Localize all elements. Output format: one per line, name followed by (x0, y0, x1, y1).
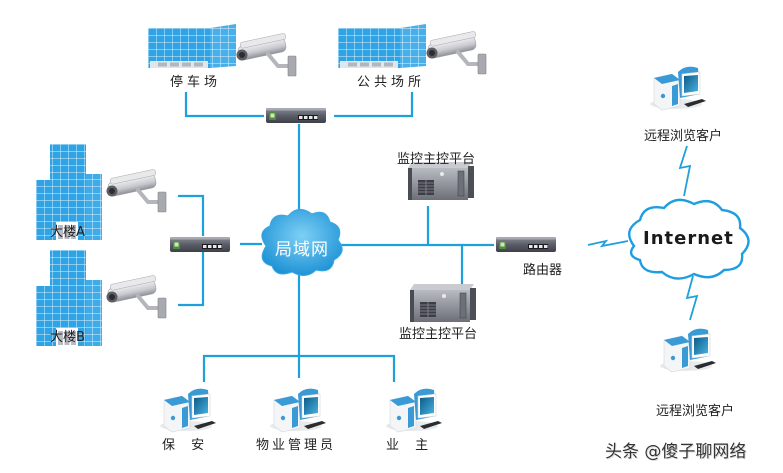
network-switch-icon (266, 108, 326, 123)
lan-cloud-icon (261, 209, 343, 276)
label-platform-top: 监控主控平台 (397, 152, 476, 167)
label-router: 路由器 (523, 263, 563, 278)
label-public-area: 公共场所 (357, 75, 426, 90)
label-remote-client-top: 远程浏览客户 (644, 129, 723, 144)
site-public-area (338, 24, 488, 76)
label-security: 保 安 (162, 438, 211, 453)
cctv-camera-icon (424, 29, 488, 76)
watermark: 头条 @傻子聊网络 (605, 442, 747, 462)
label-building-b: 大楼B (50, 330, 85, 345)
link-cam-a-switch (178, 194, 205, 236)
office-building-icon (148, 24, 236, 68)
desktop-computer-icon (659, 328, 717, 373)
label-platform-bottom: 监控主控平台 (399, 327, 478, 342)
network-links (178, 92, 494, 382)
label-lan: 局域网 (275, 240, 329, 260)
cctv-camera-icon (104, 273, 168, 320)
label-building-a: 大楼A (50, 225, 85, 240)
cctv-camera-icon (104, 167, 168, 214)
link-cam-b-switch (178, 252, 205, 307)
desktop-computer-icon (385, 388, 443, 433)
site-parking (148, 24, 298, 78)
office-building-icon (338, 24, 426, 68)
cctv-camera-icon (234, 31, 298, 78)
wireless-internet-remote-top (678, 145, 692, 197)
link-public-switch (334, 92, 414, 118)
network-switch-icon (170, 237, 230, 252)
wireless-internet-remote-bottom (685, 275, 699, 321)
router-icon (496, 237, 556, 252)
rack-server-icon (407, 161, 475, 201)
wireless-links (587, 145, 699, 321)
desktop-computer-icon (159, 388, 217, 433)
label-remote-client-bottom: 远程浏览客户 (656, 404, 735, 419)
internet-cloud-icon (628, 198, 750, 280)
label-parking: 停车场 (170, 75, 222, 90)
desktop-computer-icon (269, 388, 327, 433)
desktop-computer-icon (649, 66, 707, 111)
label-owner: 业 主 (386, 438, 435, 453)
label-internet: Internet (643, 228, 734, 249)
label-property-manager: 物业管理员 (256, 438, 337, 453)
wireless-router-internet (587, 239, 629, 248)
link-parking-switch (184, 92, 264, 118)
rack-server-icon (409, 283, 477, 323)
